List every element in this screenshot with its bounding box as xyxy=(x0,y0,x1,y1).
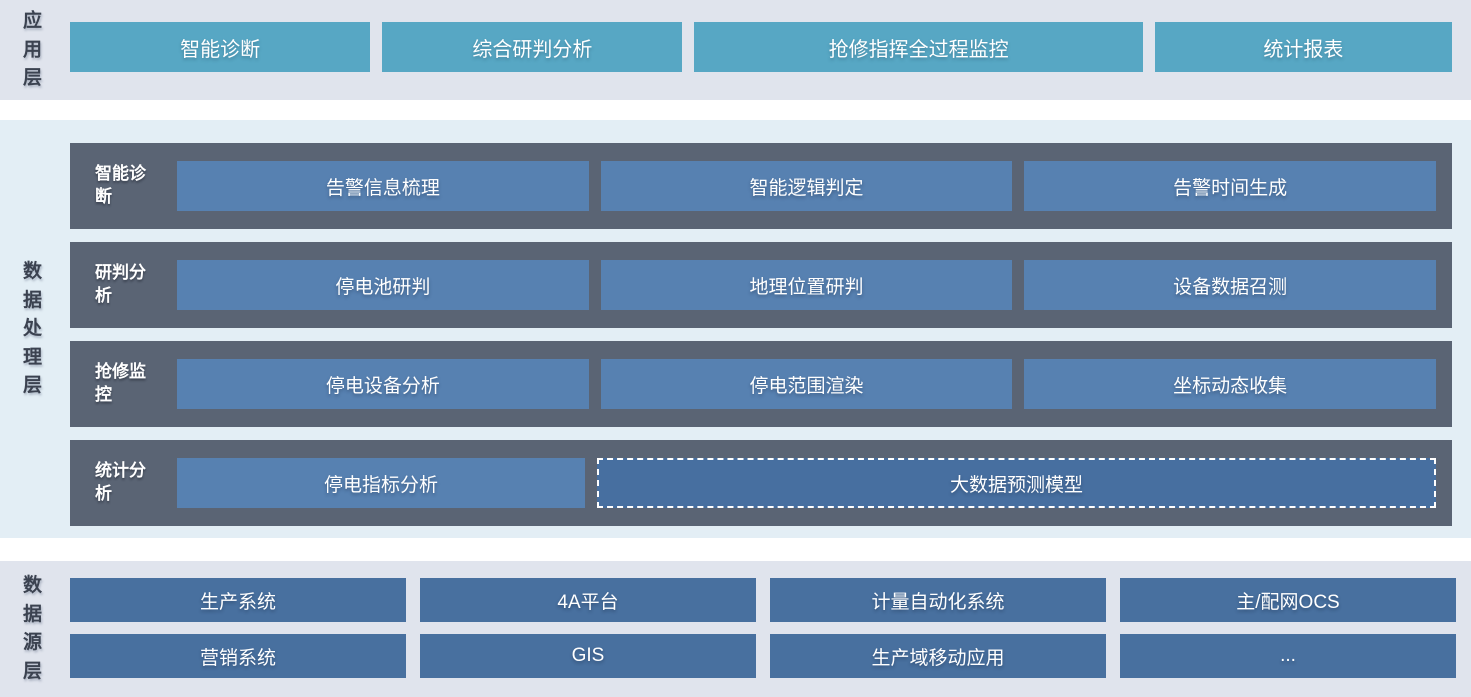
processing-row-judgment-analysis: 研判分析 停电池研判 地理位置研判 设备数据召测 xyxy=(70,242,1452,328)
processing-row-intelligent-diagnosis: 智能诊断 告警信息梳理 智能逻辑判定 告警时间生成 xyxy=(70,143,1452,229)
processing-row-repair-monitoring: 抢修监控 停电设备分析 停电范围渲染 坐标动态收集 xyxy=(70,341,1452,427)
box-outage-indicator-analysis: 停电指标分析 xyxy=(177,458,586,508)
box-coordinate-dynamic-collection: 坐标动态收集 xyxy=(1024,359,1437,409)
app-box-intelligent-diagnosis: 智能诊断 xyxy=(70,22,371,72)
row-label: 抢修监控 xyxy=(95,362,146,404)
row-label: 智能诊断 xyxy=(95,164,146,206)
box-outage-judgment: 停电池研判 xyxy=(177,260,589,310)
app-box-statistical-reports: 统计报表 xyxy=(1154,22,1452,72)
row-label: 研判分析 xyxy=(95,263,146,305)
source-boxes-grid: 生产系统 4A平台 计量自动化系统 主/配网OCS 营销系统 GIS 生产域移动… xyxy=(70,578,1456,678)
data-source-layer-band: 数据源层 生产系统 4A平台 计量自动化系统 主/配网OCS 营销系统 GIS … xyxy=(0,561,1471,697)
data-processing-layer-label: 数据处理层 xyxy=(23,260,44,396)
source-box-main-distribution-ocs: 主/配网OCS xyxy=(1120,578,1456,622)
source-box-4a-platform: 4A平台 xyxy=(420,578,756,622)
box-geographic-location-judgment: 地理位置研判 xyxy=(600,260,1013,310)
processing-rows: 智能诊断 告警信息梳理 智能逻辑判定 告警时间生成 研判分析 停电池研判 地理位… xyxy=(70,143,1452,539)
source-box-production-mobile-app: 生产域移动应用 xyxy=(770,634,1106,678)
box-outage-range-rendering: 停电范围渲染 xyxy=(600,359,1013,409)
source-box-production-system: 生产系统 xyxy=(70,578,406,622)
box-device-data-call-test: 设备数据召测 xyxy=(1024,260,1437,310)
source-box-marketing-system: 营销系统 xyxy=(70,634,406,678)
processing-row-statistical-analysis: 统计分析 停电指标分析 大数据预测模型 xyxy=(70,440,1452,526)
application-layer-band: 应用层 智能诊断 综合研判分析 抢修指挥全过程监控 统计报表 xyxy=(0,0,1471,100)
box-outage-equipment-analysis: 停电设备分析 xyxy=(177,359,589,409)
app-box-comprehensive-analysis: 综合研判分析 xyxy=(382,22,683,72)
box-alarm-info-sorting: 告警信息梳理 xyxy=(177,161,589,211)
box-intelligent-logic-judgment: 智能逻辑判定 xyxy=(600,161,1013,211)
application-layer-label: 应用层 xyxy=(23,10,44,89)
source-box-gis: GIS xyxy=(420,634,756,678)
application-buttons-row: 智能诊断 综合研判分析 抢修指挥全过程监控 统计报表 xyxy=(70,22,1452,72)
app-box-repair-command-monitoring: 抢修指挥全过程监控 xyxy=(694,22,1143,72)
data-processing-layer-band: 数据处理层 智能诊断 告警信息梳理 智能逻辑判定 告警时间生成 研判分析 停电池… xyxy=(0,120,1471,538)
box-alarm-time-generation: 告警时间生成 xyxy=(1024,161,1437,211)
source-box-metering-automation-system: 计量自动化系统 xyxy=(770,578,1106,622)
row-label: 统计分析 xyxy=(95,461,146,503)
data-source-layer-label: 数据源层 xyxy=(23,575,44,682)
box-big-data-prediction-model: 大数据预测模型 xyxy=(597,458,1436,508)
source-box-ellipsis: ... xyxy=(1120,634,1456,678)
